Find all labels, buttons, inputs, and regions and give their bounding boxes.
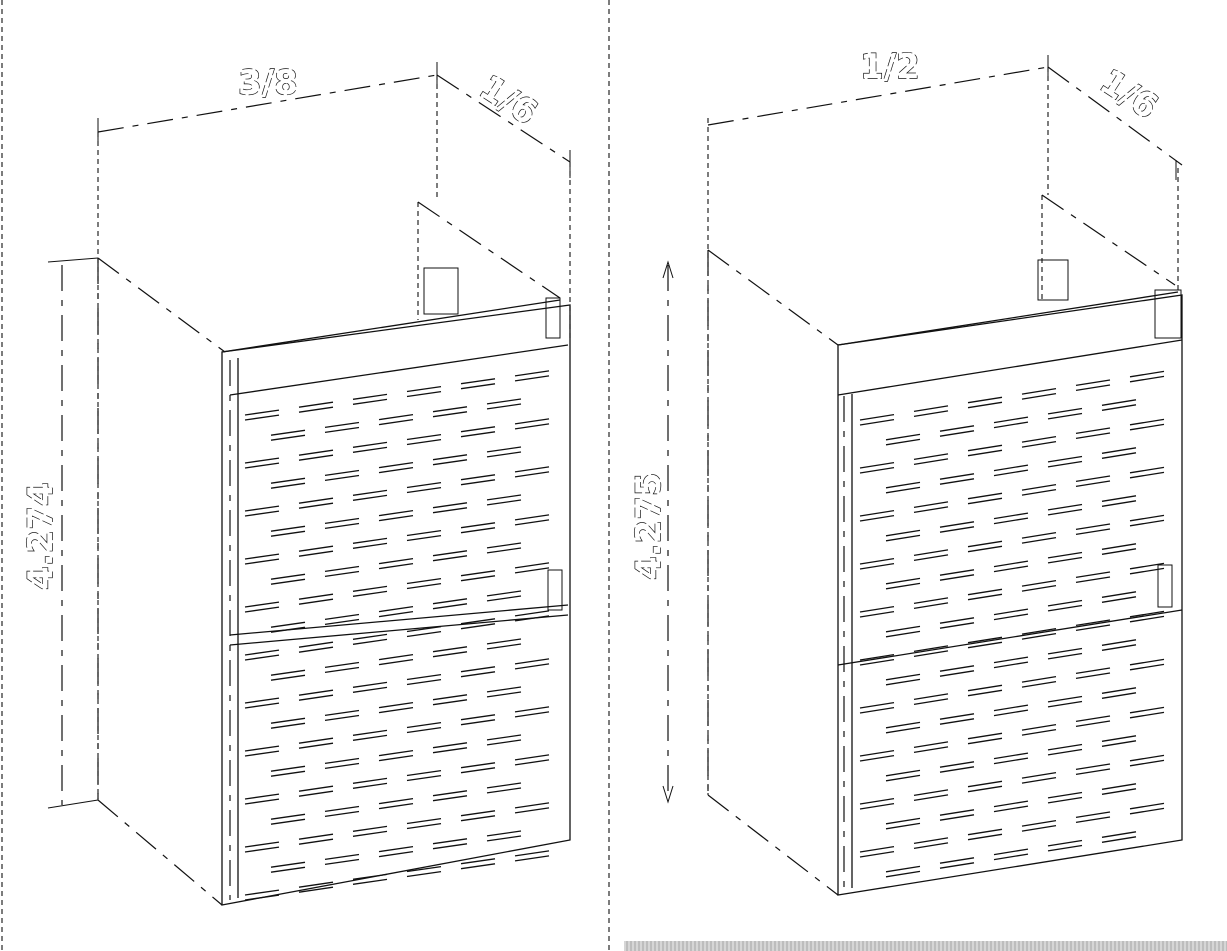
- left-slat-row: [244, 850, 550, 901]
- left-slat-row: [244, 562, 550, 613]
- left-slat-row: [244, 370, 550, 421]
- left-slat-row: [270, 590, 522, 633]
- left-height-label: 4.274: [21, 482, 61, 590]
- right-slat-row: [859, 754, 1165, 810]
- left-slat-row: [244, 706, 550, 757]
- left-slat-row: [270, 686, 522, 729]
- left-slat-pattern: [244, 370, 550, 901]
- left-slat-row: [244, 658, 550, 709]
- right-slat-row: [885, 687, 1137, 734]
- right-slat-row: [885, 447, 1137, 494]
- right-slat-row: [859, 370, 1165, 426]
- left-slat-row: [270, 494, 522, 537]
- left-cabinet: [97, 201, 571, 906]
- left-depth-dimension: 1/6: [436, 67, 571, 178]
- right-slat-pattern: [859, 370, 1165, 878]
- right-slat-row: [885, 735, 1137, 782]
- right-depth-dimension: 1/6: [1047, 61, 1183, 180]
- bottom-scroll-strip: [624, 941, 1227, 951]
- right-slat-row: [885, 831, 1137, 878]
- left-slat-row: [270, 446, 522, 489]
- left-slat-row: [244, 610, 550, 661]
- figure-left: 3/8 1/6 4.274: [20, 62, 571, 906]
- right-slat-row: [859, 610, 1165, 666]
- left-slat-row: [270, 398, 522, 441]
- right-height-label: 4.275: [629, 472, 669, 580]
- left-slat-row: [270, 782, 522, 825]
- right-slat-row: [885, 399, 1137, 446]
- left-width-label: 3/8: [238, 63, 298, 103]
- left-slat-row: [244, 514, 550, 565]
- right-cabinet: [707, 194, 1183, 896]
- left-height-dimension: 4.274: [20, 257, 99, 809]
- right-depth-label: 1/6: [1093, 61, 1165, 127]
- right-width-dimension: 1/2: [707, 46, 1049, 126]
- right-slat-row: [859, 658, 1165, 714]
- left-slat-row: [270, 638, 522, 681]
- right-height-dimension: 4.275: [628, 260, 674, 804]
- right-slat-row: [885, 783, 1137, 830]
- right-slat-row: [885, 543, 1137, 590]
- left-depth-label: 1/6: [472, 67, 544, 133]
- right-slat-row: [859, 466, 1165, 522]
- right-slat-row: [859, 706, 1165, 762]
- left-slat-row: [244, 418, 550, 469]
- right-slat-row: [859, 802, 1165, 858]
- left-slat-row: [244, 802, 550, 853]
- figure-right: 1/2 1/6 4.275: [628, 46, 1183, 896]
- right-slat-row: [885, 495, 1137, 542]
- right-slat-row: [885, 639, 1137, 686]
- left-slat-row: [270, 542, 522, 585]
- left-slat-row: [244, 466, 550, 517]
- left-width-dimension: 3/8: [97, 62, 438, 145]
- right-width-label: 1/2: [860, 47, 920, 87]
- right-slat-row: [859, 562, 1165, 618]
- left-slat-row: [270, 734, 522, 777]
- left-slat-row: [270, 830, 522, 873]
- right-slat-row: [859, 418, 1165, 474]
- left-slat-row: [244, 754, 550, 805]
- right-slat-row: [885, 591, 1137, 638]
- right-slat-row: [859, 514, 1165, 570]
